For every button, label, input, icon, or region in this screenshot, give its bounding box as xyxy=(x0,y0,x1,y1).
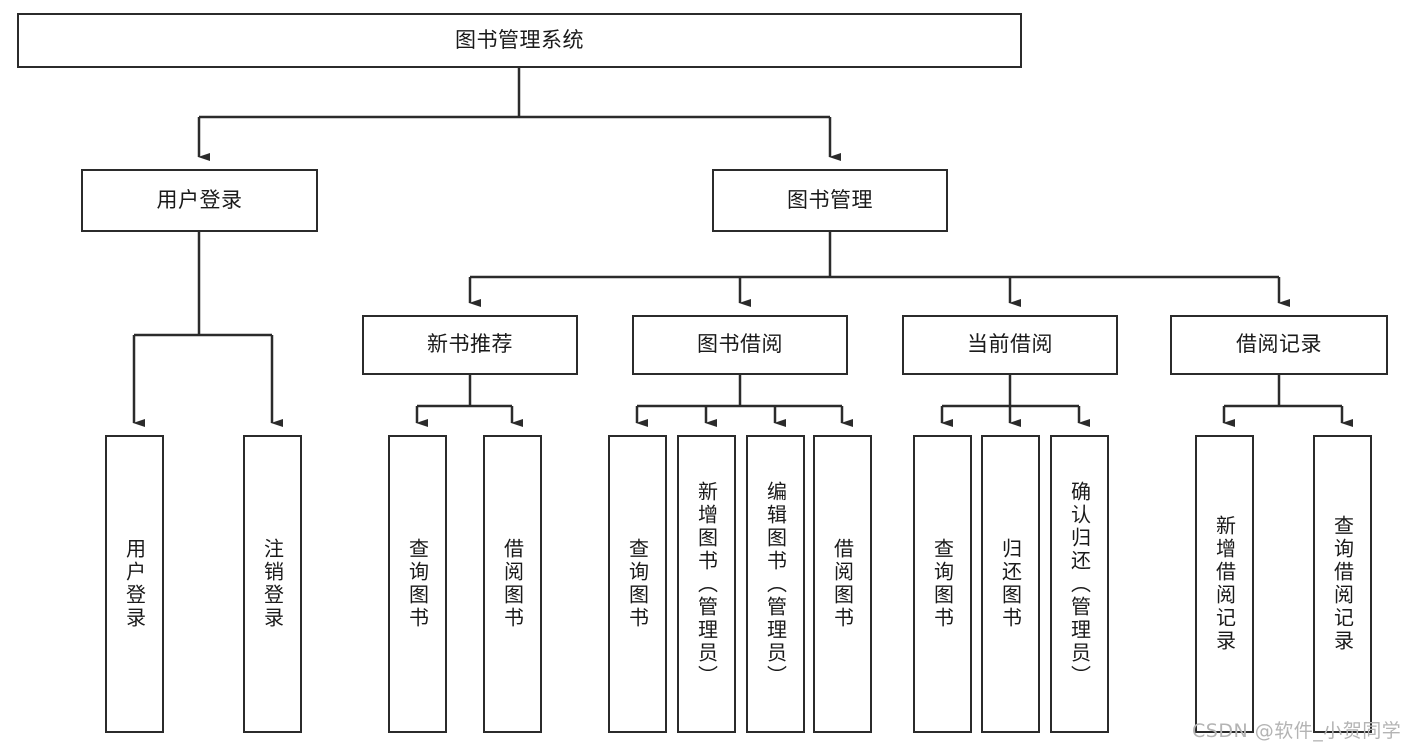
node-leaf-borrow-book-2[interactable]: 借阅图书 xyxy=(813,435,872,733)
node-label: 查询图书 xyxy=(625,538,650,630)
node-user-login[interactable]: 用户登录 xyxy=(81,169,318,232)
node-leaf-user-login[interactable]: 用户登录 xyxy=(105,435,164,733)
node-label: 查询图书 xyxy=(405,538,430,630)
node-book-manage[interactable]: 图书管理 xyxy=(712,169,948,232)
node-new-book-rec[interactable]: 新书推荐 xyxy=(362,315,578,375)
node-label: 图书管理 xyxy=(787,187,873,212)
node-leaf-query-book-1[interactable]: 查询图书 xyxy=(388,435,447,733)
node-borrow-record[interactable]: 借阅记录 xyxy=(1170,315,1388,375)
node-label: 注销登录 xyxy=(260,538,285,630)
node-label: 当前借阅 xyxy=(967,332,1053,357)
node-leaf-user-logout[interactable]: 注销登录 xyxy=(243,435,302,733)
node-leaf-query-book-3[interactable]: 查询图书 xyxy=(913,435,972,733)
node-root[interactable]: 图书管理系统 xyxy=(17,13,1022,68)
node-label: 新增借阅记录 xyxy=(1212,515,1237,653)
node-label: 查询借阅记录 xyxy=(1330,515,1355,653)
node-leaf-confirm-return[interactable]: 确认归还（管理员） xyxy=(1050,435,1109,733)
node-leaf-query-record[interactable]: 查询借阅记录 xyxy=(1313,435,1372,733)
node-leaf-add-record[interactable]: 新增借阅记录 xyxy=(1195,435,1254,733)
node-label: 借阅图书 xyxy=(830,538,855,630)
node-leaf-return-book[interactable]: 归还图书 xyxy=(981,435,1040,733)
node-leaf-query-book-2[interactable]: 查询图书 xyxy=(608,435,667,733)
node-label: 用户登录 xyxy=(156,187,243,212)
node-label: 查询图书 xyxy=(930,538,955,630)
node-leaf-edit-book[interactable]: 编辑图书（管理员） xyxy=(746,435,805,733)
node-leaf-borrow-book-1[interactable]: 借阅图书 xyxy=(483,435,542,733)
node-label: 新书推荐 xyxy=(427,332,513,357)
connector-group xyxy=(132,68,1353,427)
node-label: 借阅记录 xyxy=(1236,332,1322,357)
node-label: 图书借阅 xyxy=(697,332,783,357)
node-label: 确认归还（管理员） xyxy=(1067,480,1092,688)
node-leaf-add-book[interactable]: 新增图书（管理员） xyxy=(677,435,736,733)
node-book-borrow[interactable]: 图书借阅 xyxy=(632,315,848,375)
node-current-borrow[interactable]: 当前借阅 xyxy=(902,315,1118,375)
node-label: 新增图书（管理员） xyxy=(694,480,719,688)
node-label: 归还图书 xyxy=(998,538,1023,630)
node-label: 借阅图书 xyxy=(500,538,525,630)
node-label: 编辑图书（管理员） xyxy=(763,480,788,688)
node-label: 用户登录 xyxy=(122,538,147,630)
node-label: 图书管理系统 xyxy=(455,27,584,52)
